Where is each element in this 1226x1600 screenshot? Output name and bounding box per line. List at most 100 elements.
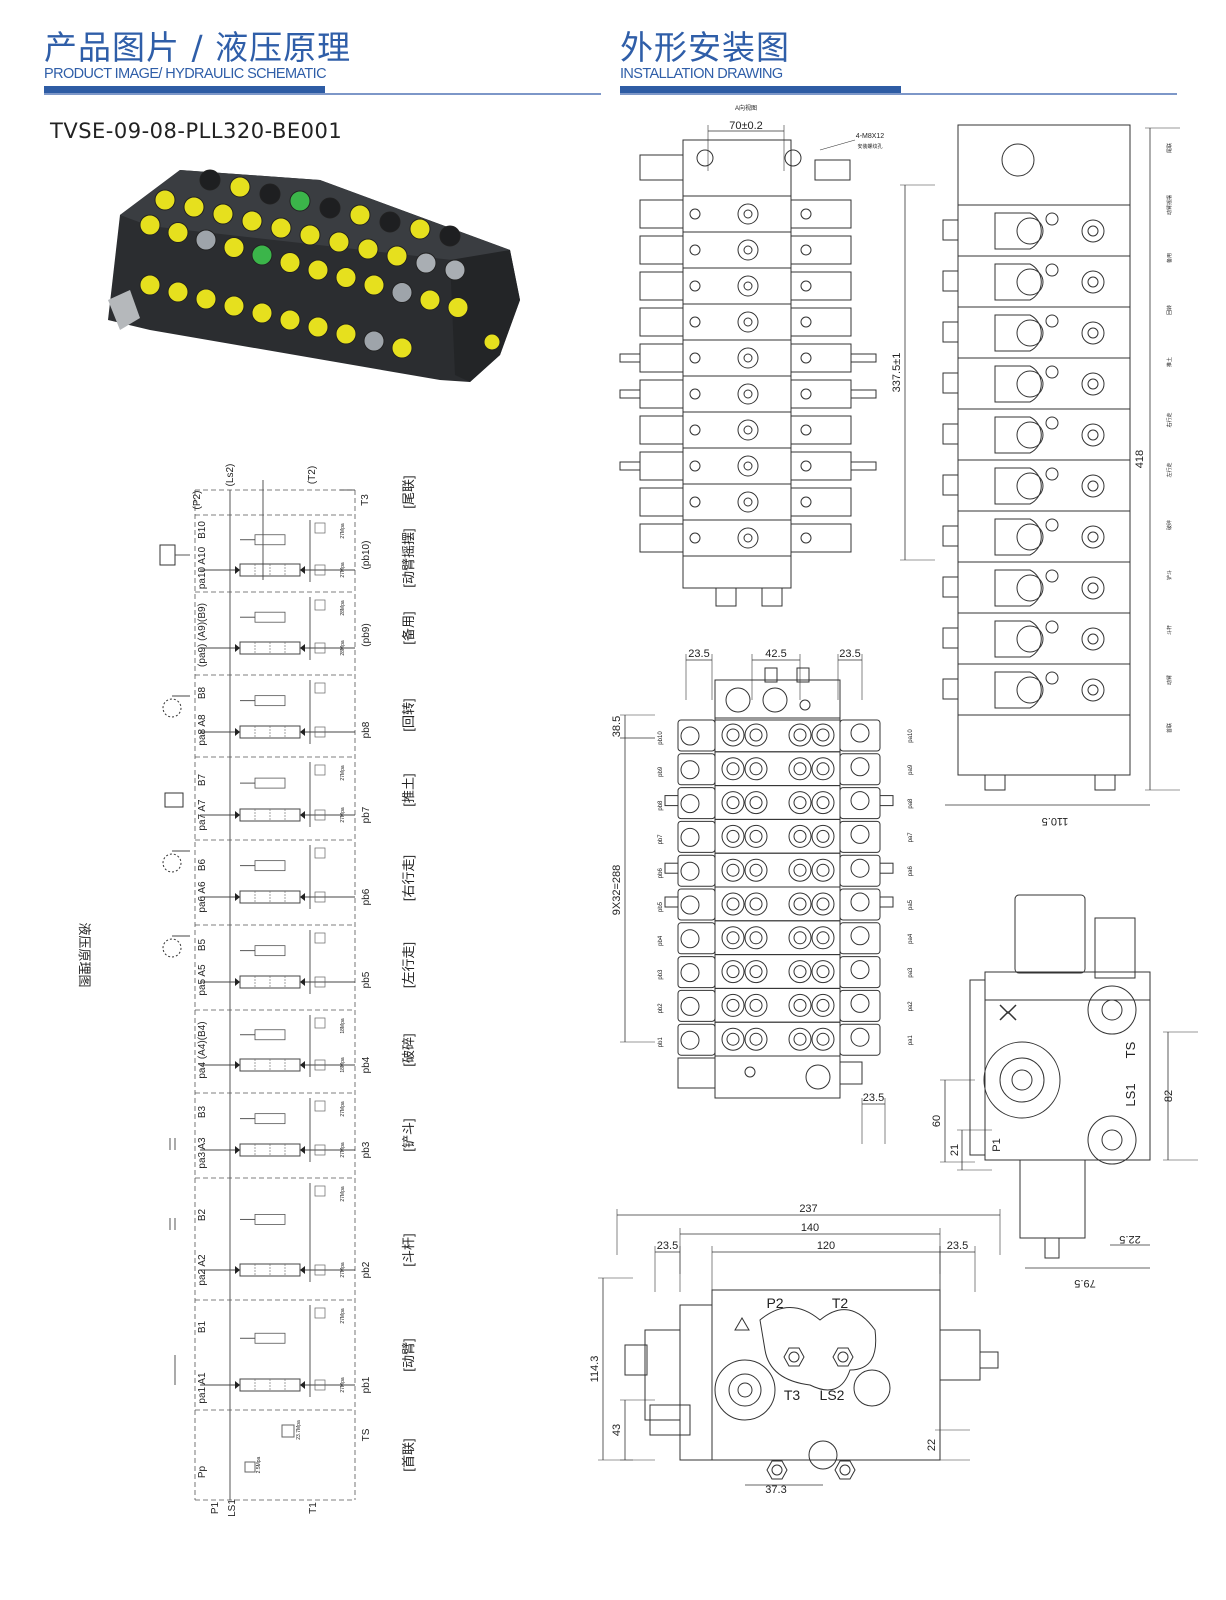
work-port-inner	[793, 965, 807, 979]
relief-valve	[314, 809, 326, 821]
pilot-port	[689, 532, 701, 544]
valve-cap	[349, 204, 371, 226]
relief-pressure: 27Mpa	[340, 807, 346, 823]
tail-bolt	[796, 667, 810, 683]
motor-symbol	[162, 698, 182, 718]
hex-plug-bore	[788, 1351, 800, 1363]
section-left-cap	[677, 922, 716, 955]
port-label-pb: pb2	[361, 1261, 372, 1278]
work-port-inner	[793, 829, 807, 843]
t3-port-outer	[714, 1359, 776, 1421]
work-port	[788, 824, 812, 848]
valve-cap	[307, 259, 329, 281]
valve-cap	[167, 222, 189, 243]
cover-port	[1016, 319, 1044, 347]
cover-port	[1016, 574, 1044, 602]
work-port-inner	[726, 998, 740, 1012]
pilot-port	[850, 858, 870, 878]
section-tag: 右行走	[1166, 412, 1173, 427]
pilot-port	[800, 496, 812, 508]
port-label-pb: (pb9)	[361, 623, 372, 646]
work-port-inner	[816, 728, 830, 742]
section-right-cap	[839, 922, 881, 955]
left-section-header: 产品图片 / 液压原理 PRODUCT IMAGE/ HYDRAULIC SCH…	[44, 30, 351, 83]
work-port	[1081, 678, 1105, 702]
work-port-inner	[1087, 225, 1099, 237]
valve-cap	[439, 225, 461, 247]
work-port	[721, 858, 745, 882]
spool-port	[737, 455, 759, 477]
cylinder-symbol	[159, 544, 176, 566]
pilot-port	[689, 388, 701, 400]
work-port-inner	[816, 931, 830, 945]
work-port	[721, 892, 745, 916]
work-port-inner	[726, 796, 740, 810]
port-label-pb: pb7	[658, 834, 664, 845]
port-p1: P1	[991, 1138, 1003, 1151]
ls2-boss	[853, 1369, 891, 1407]
port-label-pb: (pb10)	[361, 541, 372, 570]
dim-288-label: 9X32=288	[611, 865, 623, 915]
compensator-housing	[994, 314, 1042, 352]
work-port-inner	[816, 829, 830, 843]
section-left-cap	[677, 787, 716, 820]
compensator-housing	[994, 671, 1042, 709]
right-title-en: INSTALLATION DRAWING	[620, 66, 783, 82]
head-side-plate	[969, 979, 986, 1156]
section-tag: 回转	[1166, 305, 1173, 315]
p1-port-outer	[983, 1041, 1061, 1119]
relief-pressure: 27Mpa	[340, 523, 346, 539]
work-port-inner	[749, 863, 763, 877]
compensator-valve	[254, 777, 286, 789]
relief-valve	[314, 642, 326, 654]
bolt	[1045, 569, 1059, 583]
port-label-pa: pa4	[908, 933, 914, 944]
bolt	[1045, 365, 1059, 379]
valve-cap	[335, 267, 357, 288]
cover-port	[1016, 217, 1044, 245]
section-left-cap	[677, 719, 716, 752]
port-label-b: B3	[197, 1105, 208, 1118]
dim-337-label: 337.5±1	[891, 353, 903, 393]
relief-pressure: 27Mpa	[340, 1186, 346, 1202]
compensator-housing	[994, 620, 1042, 658]
valve-cap	[447, 297, 469, 318]
compensator-housing	[994, 467, 1042, 505]
spool-port-inner	[743, 389, 753, 399]
port-label-pb: pb4	[361, 1056, 372, 1073]
work-port	[1081, 270, 1105, 294]
section-right-cap	[790, 199, 852, 229]
pilot-arrow	[235, 644, 240, 652]
port-t1: T1	[308, 1502, 319, 1514]
pilot-port	[689, 316, 701, 328]
relief-valve	[314, 564, 326, 576]
dim-114-label: 114.3	[589, 1356, 601, 1383]
work-port	[721, 757, 745, 781]
port-label-pa: pa6	[908, 866, 914, 877]
left-plug	[624, 1344, 648, 1376]
bolt	[1045, 620, 1059, 634]
bolt-note: 4-M8X12	[856, 133, 885, 140]
hex-plug-bore	[839, 1464, 851, 1476]
work-port	[788, 723, 812, 747]
cover-port	[1016, 472, 1044, 500]
dim-37-label: 37.3	[765, 1484, 786, 1496]
pilot-fitting	[879, 862, 894, 874]
valve-end-cover	[450, 250, 520, 382]
pilot-fitting	[879, 896, 894, 908]
section-right-cap	[790, 307, 852, 337]
port-label-pb: pb1	[361, 1376, 372, 1393]
relief-valve	[314, 1144, 326, 1156]
relief-pressure: 27Mpa	[340, 1262, 346, 1278]
hex-plug	[766, 1460, 788, 1480]
work-port	[788, 960, 812, 984]
port-label-pa: pa9	[908, 764, 914, 775]
section-right-cap	[839, 854, 881, 887]
valve-section	[714, 751, 841, 787]
port-label-pb: pb8	[658, 800, 664, 811]
pilot-pressure: 2.5Mpa	[256, 1456, 262, 1473]
port-ls1: LS1	[227, 1499, 238, 1517]
port-ls2: LS2	[820, 1387, 845, 1403]
dim-21-label: 21	[949, 1144, 961, 1156]
